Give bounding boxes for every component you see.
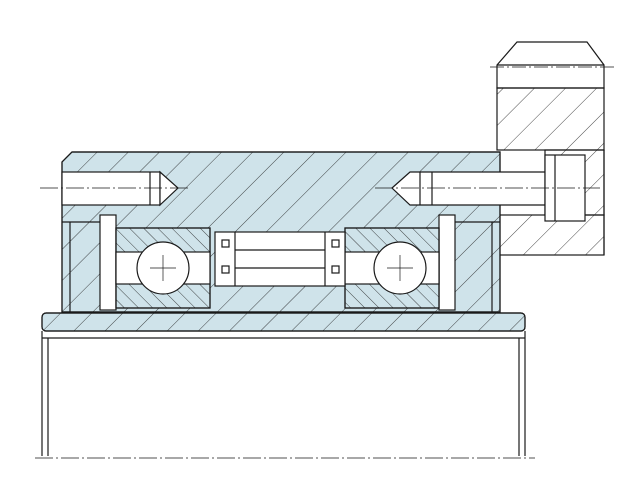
left-screw-hole [61,170,179,207]
left-bearing [99,214,211,311]
center-lines [35,187,600,459]
right-bearing [344,214,456,311]
shaft [41,312,526,456]
spacer-ring [214,231,346,287]
